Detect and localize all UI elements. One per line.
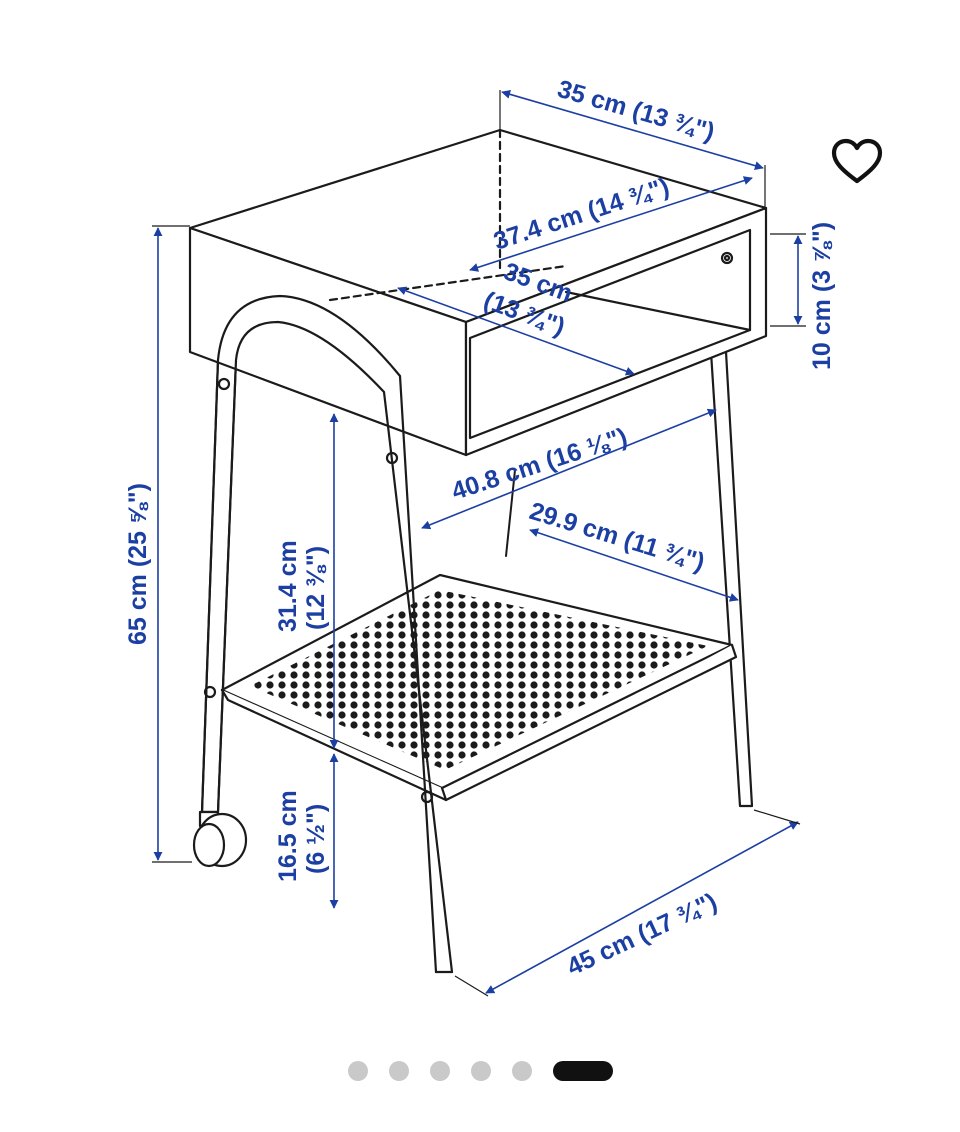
- dim-total-height-label: 65 cm (25 ⅝"): [124, 483, 152, 645]
- caster-wheel: [192, 810, 248, 868]
- tabletop-box: [188, 128, 768, 457]
- product-dimension-drawing: 35 cm (13 ¾") 37.4 cm (14 ¾") 35 cm (13 …: [124, 75, 836, 997]
- dim-floor-clearance-imperial-label: (6 ½"): [302, 804, 330, 874]
- front-frame: [200, 294, 454, 974]
- pager-dot[interactable]: [347, 1061, 368, 1081]
- heart-outline-icon: [831, 138, 883, 184]
- dim-base-width-label: 45 cm (17 ¾"): [563, 888, 722, 982]
- favorite-button[interactable]: [826, 132, 888, 194]
- pager-dot[interactable]: [470, 1061, 491, 1081]
- dim-shelf-depth-label: 29.9 cm (11 ¾"): [526, 497, 708, 577]
- dim-floor-clearance-label: 16.5 cm: [274, 790, 302, 882]
- pager-dot[interactable]: [511, 1061, 532, 1081]
- dim-top-width-label: 35 cm (13 ¾"): [554, 75, 717, 147]
- dim-shelf-height-label: 31.4 cm: [274, 540, 302, 632]
- pager-dot[interactable]: [388, 1061, 409, 1081]
- image-pager: [0, 1054, 960, 1088]
- dimension-lines: [152, 89, 806, 997]
- dim-shelf-height-imperial-label: (12 ⅜"): [302, 546, 330, 630]
- pager-dot[interactable]: [429, 1061, 450, 1081]
- dim-drawer-height-label: 10 cm (3 ⅞"): [808, 222, 836, 370]
- pager-dot-active[interactable]: [552, 1061, 613, 1081]
